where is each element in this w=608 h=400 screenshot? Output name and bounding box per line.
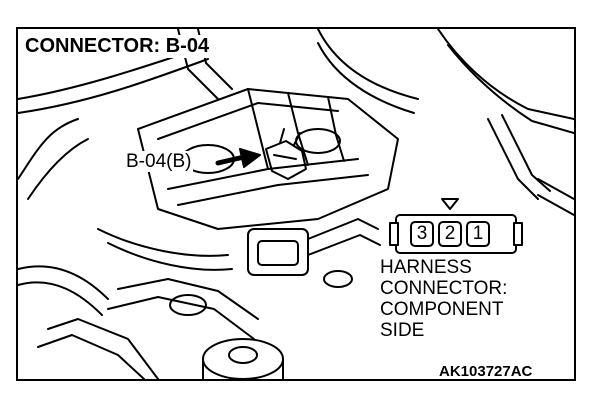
lower-components (18, 218, 381, 379)
pin-index-triangle (441, 198, 459, 210)
engine-bay-illustration: 3 2 1 CONNECTOR: B-04 B-04(B) HARNESS CO… (16, 27, 576, 381)
component-callout: B-04(B) (124, 151, 194, 172)
connector-latch-right (513, 222, 523, 246)
connector-pin-2: 2 (438, 221, 462, 247)
connector-pin-3: 3 (410, 221, 434, 247)
intake-manifold (137, 88, 399, 230)
harness-label-line: COMPONENT (380, 299, 504, 320)
harness-label-line: CONNECTOR: (380, 278, 508, 299)
connector-title: CONNECTOR: B-04 (24, 35, 215, 58)
connector-pin-1: 1 (466, 221, 490, 247)
figure-id: AK103727AC (436, 363, 536, 379)
harness-label-line: SIDE (380, 320, 425, 341)
sensor-b04 (265, 128, 307, 180)
connector-latch-left (389, 222, 399, 246)
radiator-cap (202, 338, 284, 379)
harness-label-line: HARNESS (380, 257, 472, 278)
harness-connector-label: HARNESS CONNECTOR: COMPONENT SIDE (378, 255, 514, 343)
callout-arrow (215, 148, 261, 168)
